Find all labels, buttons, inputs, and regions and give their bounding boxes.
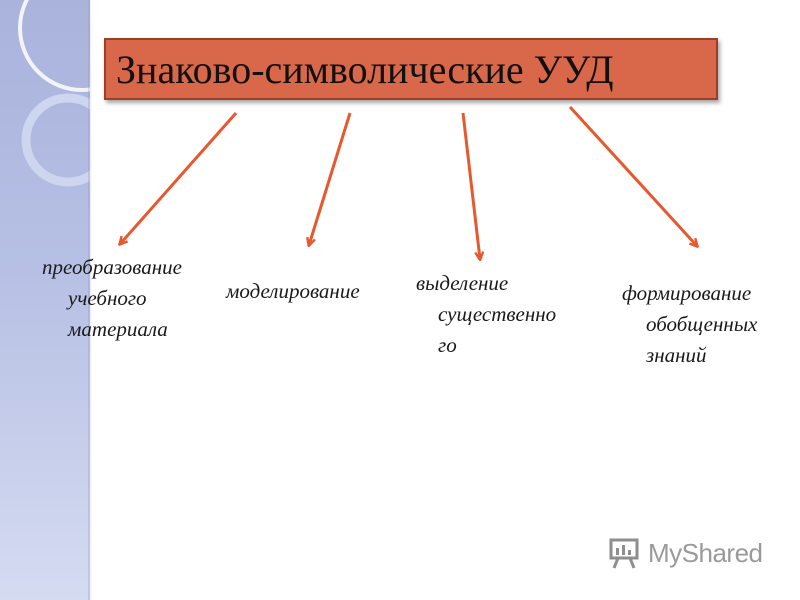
label-line: материала — [68, 317, 168, 341]
branch-label-4: формирование обобщенных знаний — [622, 278, 757, 371]
label-line: преобразование — [42, 255, 182, 279]
label-line: знаний — [646, 343, 707, 367]
label-line: го — [438, 333, 457, 357]
label-line: обобщенных — [646, 312, 758, 336]
small-ring — [21, 93, 90, 187]
label-line: существенно — [438, 302, 557, 326]
watermark-text: MyShared — [648, 537, 763, 568]
arrow-2 — [309, 112, 352, 245]
arrow-1 — [120, 112, 238, 244]
label-line: формирование — [622, 281, 752, 305]
large-ring — [18, 0, 90, 92]
sidebar-edge — [88, 0, 92, 600]
presentation-board-icon — [609, 538, 639, 569]
decorative-rings — [18, 0, 90, 187]
arrow-4 — [568, 105, 697, 246]
branch-label-2: моделирование — [226, 276, 360, 307]
title-box: Знаково-символические УУД — [104, 38, 718, 100]
diagram-title: Знаково-символические УУД — [116, 46, 614, 92]
label-line: выделение — [416, 271, 509, 295]
label-line: моделирование — [226, 279, 360, 303]
branch-label-3: выделение существенно го — [416, 268, 556, 361]
watermark: MyShared — [608, 536, 763, 570]
branch-label-1: преобразование учебного материала — [42, 252, 182, 345]
label-line: учебного — [68, 286, 147, 310]
arrow-3 — [461, 112, 480, 259]
decorative-sidebar — [0, 0, 90, 600]
